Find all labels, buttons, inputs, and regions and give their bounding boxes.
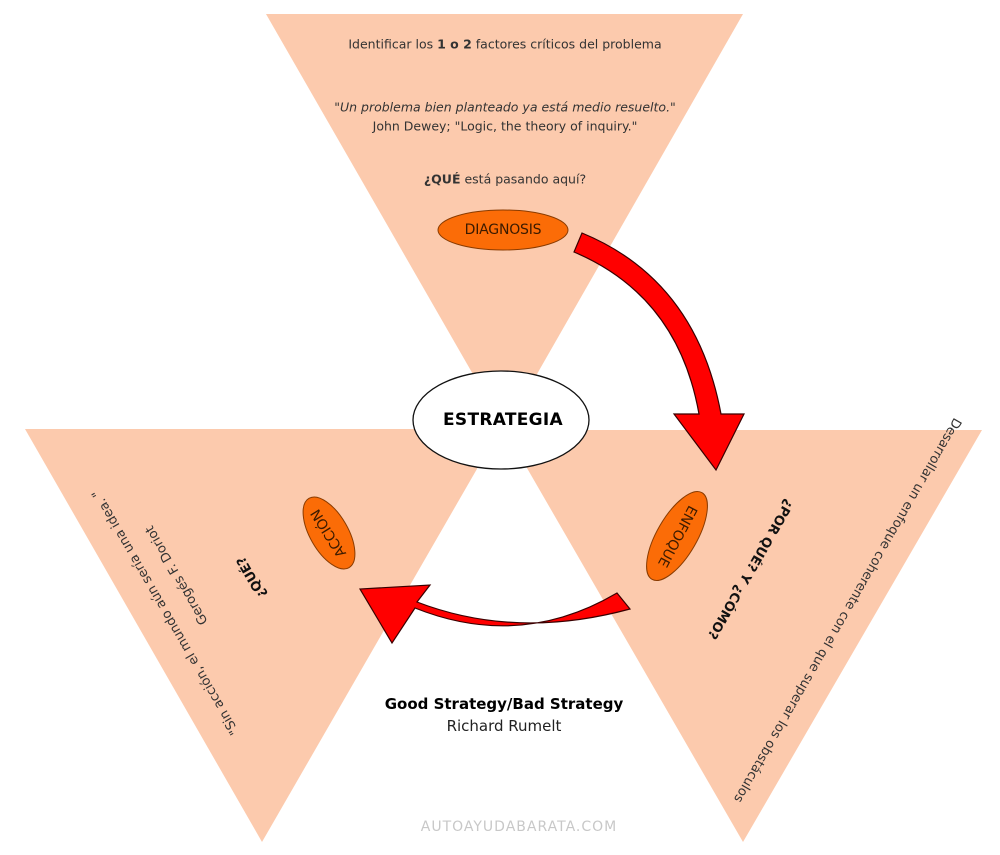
arrow-enfoque-to-accion — [358, 584, 632, 645]
arrow-diagnosis-to-enfoque — [573, 232, 745, 472]
book-title: Good Strategy/Bad Strategy — [384, 695, 624, 713]
dewey-quote: "Un problema bien planteado ya está medi… — [334, 100, 676, 115]
top-factors-text: Identificar los 1 o 2 factores críticos … — [348, 37, 661, 52]
estrategia-ellipse — [412, 370, 590, 470]
top-question: ¿QUÉ está pasando aquí? — [424, 172, 586, 187]
accion-ellipse — [302, 496, 356, 570]
quote-open-mark: " — [334, 99, 340, 115]
top-factors-post: factores críticos del problema — [471, 36, 662, 52]
top-factors-bold: 1 o 2 — [437, 36, 472, 52]
diagnosis-ellipse — [437, 209, 569, 251]
enfoque-ellipse — [646, 491, 708, 581]
top-question-bold: ¿QUÉ — [423, 171, 461, 187]
quote-close-mark: " — [670, 99, 676, 115]
top-question-rest: está pasando aquí? — [460, 171, 587, 187]
dewey-quote-text: Un problema bien planteado ya está medio… — [339, 99, 671, 115]
dewey-quote-source: John Dewey; "Logic, the theory of inquir… — [372, 118, 638, 134]
estrategia-label: ESTRATEGIA — [442, 410, 564, 430]
left-triangle-accion — [25, 429, 500, 842]
right-triangle-enfoque — [505, 430, 982, 842]
top-factors-pre: Identificar los — [348, 36, 438, 52]
site-watermark: AUTOAYUDABARATA.COM — [420, 819, 618, 835]
diagnosis-label: DIAGNOSIS — [464, 222, 542, 238]
book-author: Richard Rumelt — [446, 717, 562, 735]
